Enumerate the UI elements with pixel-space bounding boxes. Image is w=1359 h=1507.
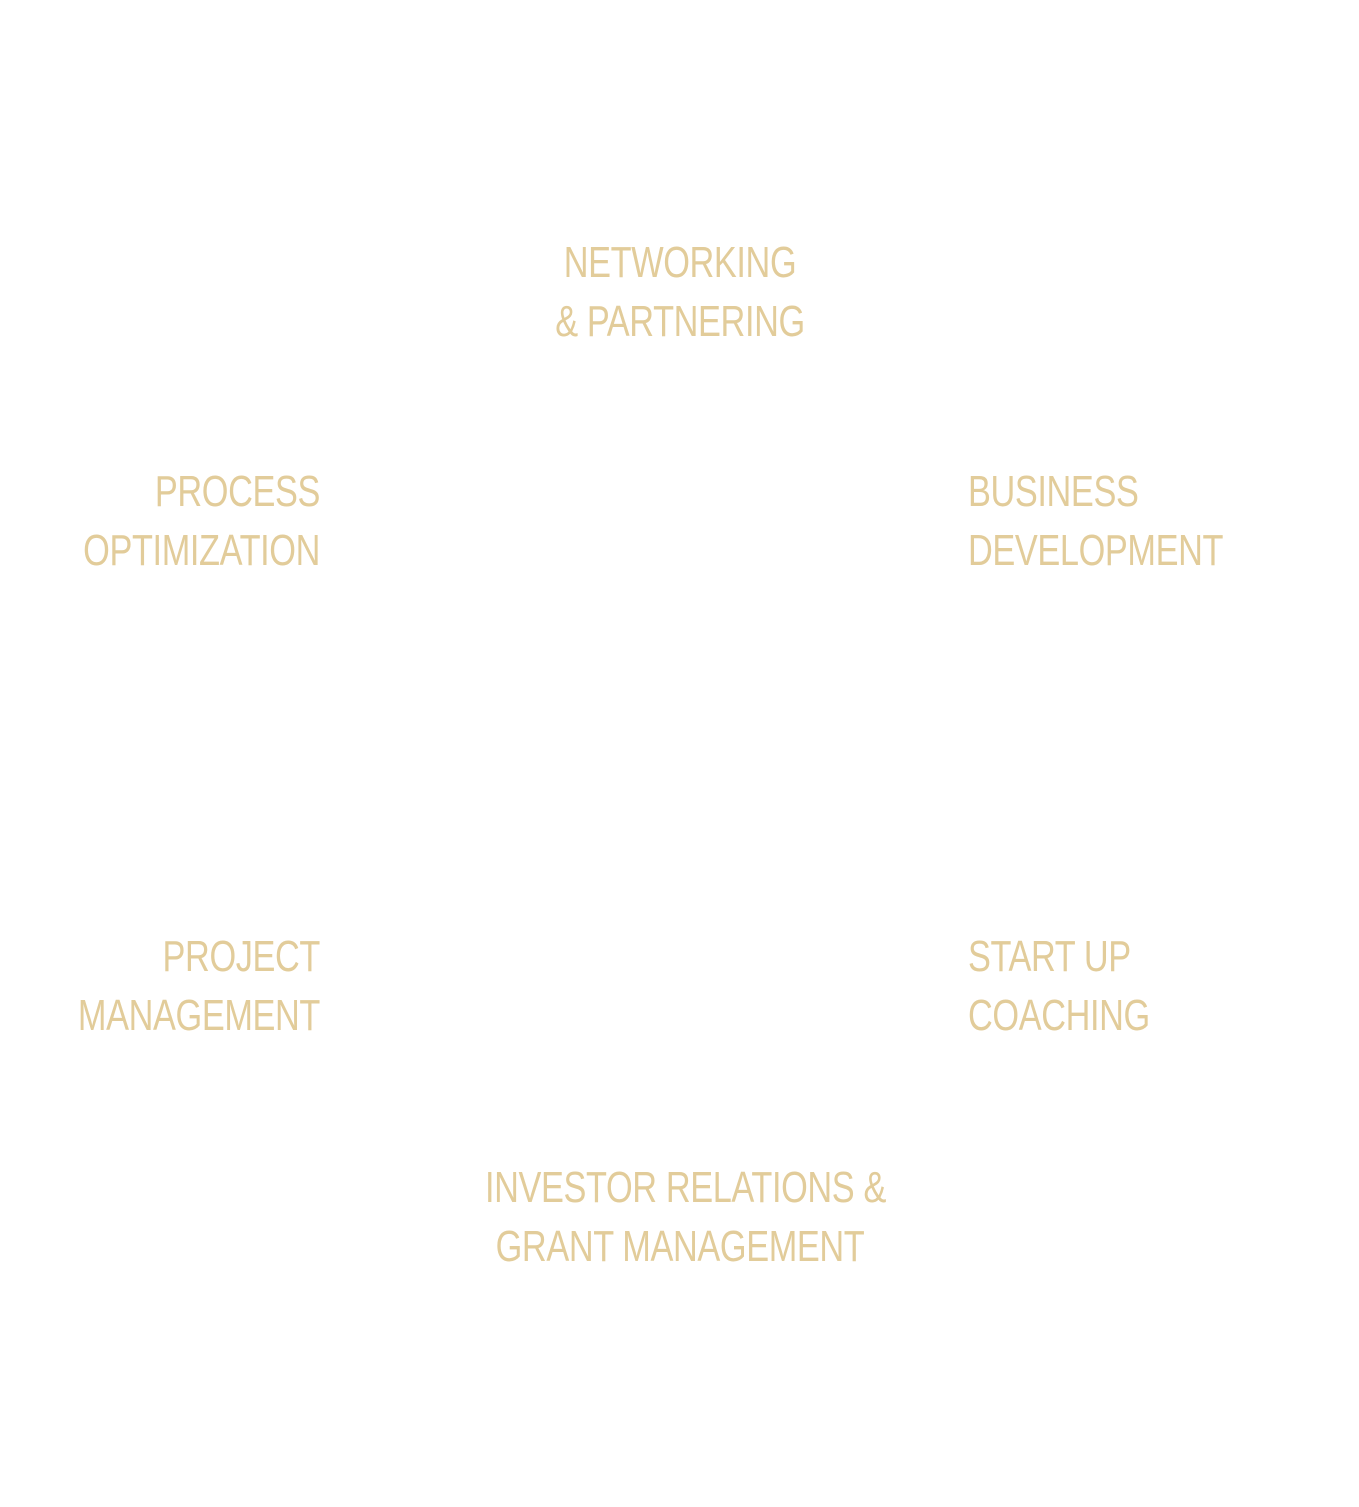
node-label-line: COACHING [968,991,1150,1040]
node-label-line: GRANT MANAGEMENT [495,1222,865,1271]
node-label-line: PROCESS [154,467,320,516]
node-business-development: BUSINESS DEVELOPMENT [968,462,1264,580]
node-start-up-coaching: START UP COACHING [968,927,1264,1045]
node-label-line: NETWORKING [563,238,797,287]
node-label-line: PROJECT [162,932,321,981]
node-label-line: BUSINESS [968,467,1139,516]
node-label-line: DEVELOPMENT [968,526,1224,575]
node-label-line: & PARTNERING [555,297,805,346]
node-project-management: PROJECT MANAGEMENT [70,927,320,1045]
node-label-line: MANAGEMENT [77,991,320,1040]
node-process-optimization: PROCESS OPTIMIZATION [70,462,320,580]
node-label-line: START UP [968,932,1131,981]
node-networking-partnering: NETWORKING & PARTNERING [485,233,875,351]
node-label-line: OPTIMIZATION [83,526,320,575]
node-investor-relations-grant-management: INVESTOR RELATIONS & GRANT MANAGEMENT [485,1158,886,1276]
node-label-line: INVESTOR RELATIONS & [485,1163,886,1212]
